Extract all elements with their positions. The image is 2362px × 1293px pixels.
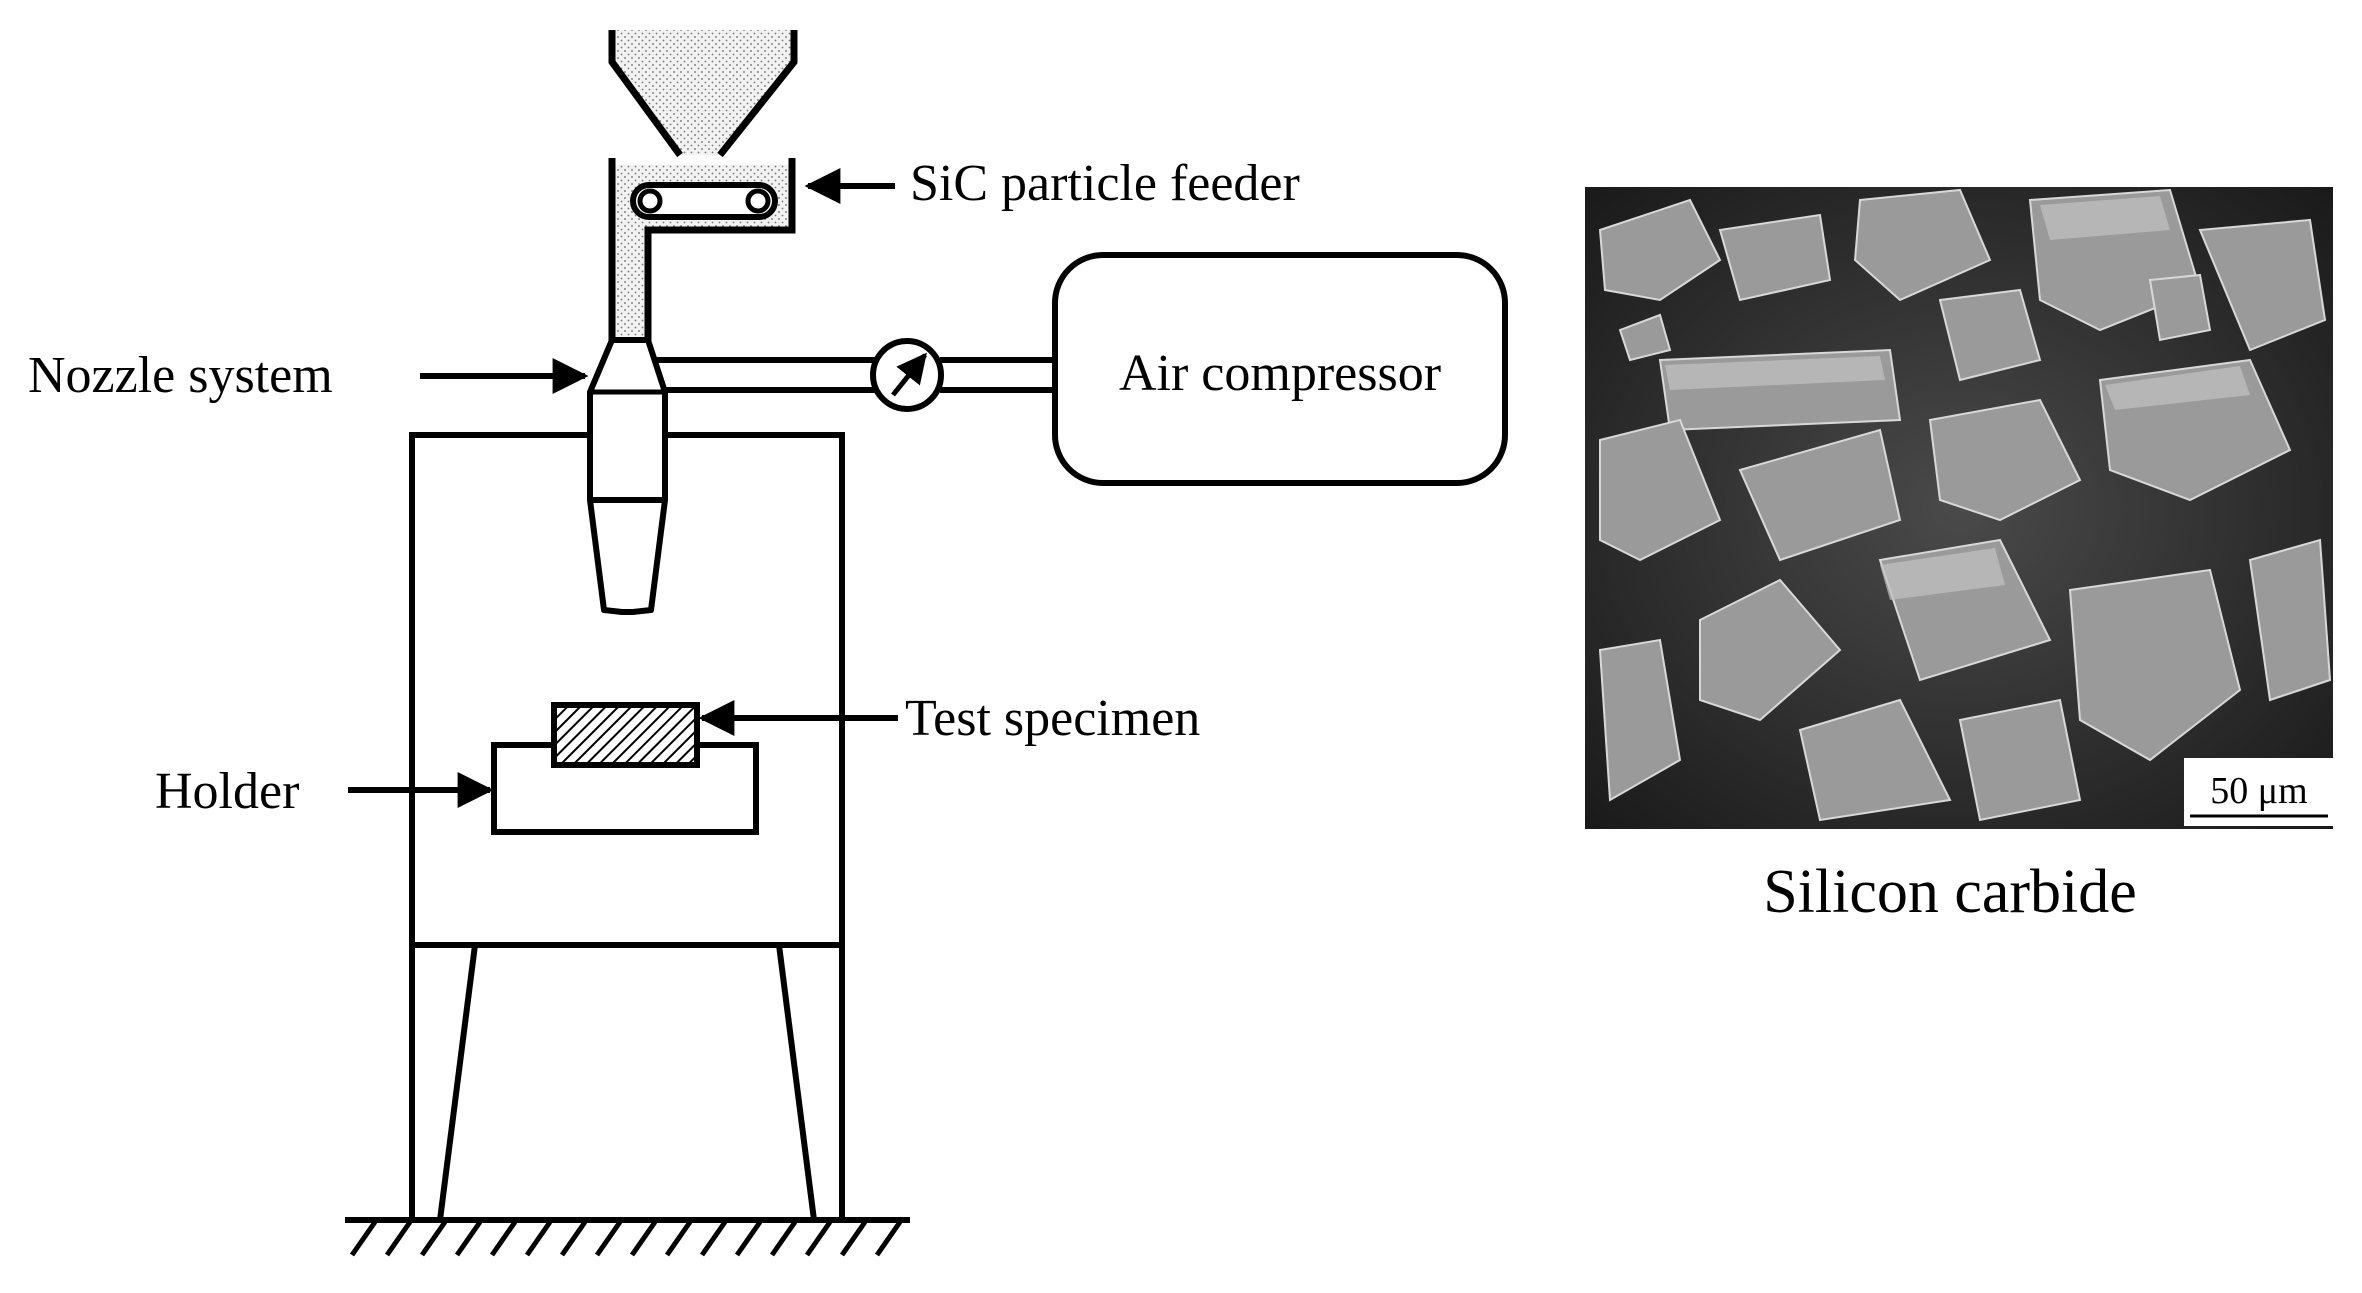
nozzle-label: Nozzle system	[28, 347, 333, 404]
sem-micrograph: 50 μm	[1585, 187, 2334, 829]
scale-bar-label: 50 μm	[2210, 770, 2307, 812]
conveyor-belt	[630, 182, 778, 220]
ground	[345, 1217, 910, 1257]
hopper	[608, 30, 798, 158]
specimen-label: Test specimen	[905, 690, 1200, 747]
air-line	[650, 357, 1055, 393]
pressure-gauge-icon	[870, 338, 944, 412]
compressor-label: Air compressor	[1119, 345, 1441, 402]
air-compressor-box	[1052, 252, 1508, 486]
label-arrows	[348, 168, 898, 808]
feeder-label: SiC particle feeder	[910, 155, 1300, 212]
micrograph-caption: Silicon carbide	[1763, 858, 2137, 926]
nozzle	[587, 337, 668, 615]
particle-feeder	[608, 158, 796, 345]
holder-label: Holder	[155, 763, 299, 820]
test-specimen-block	[551, 702, 700, 768]
